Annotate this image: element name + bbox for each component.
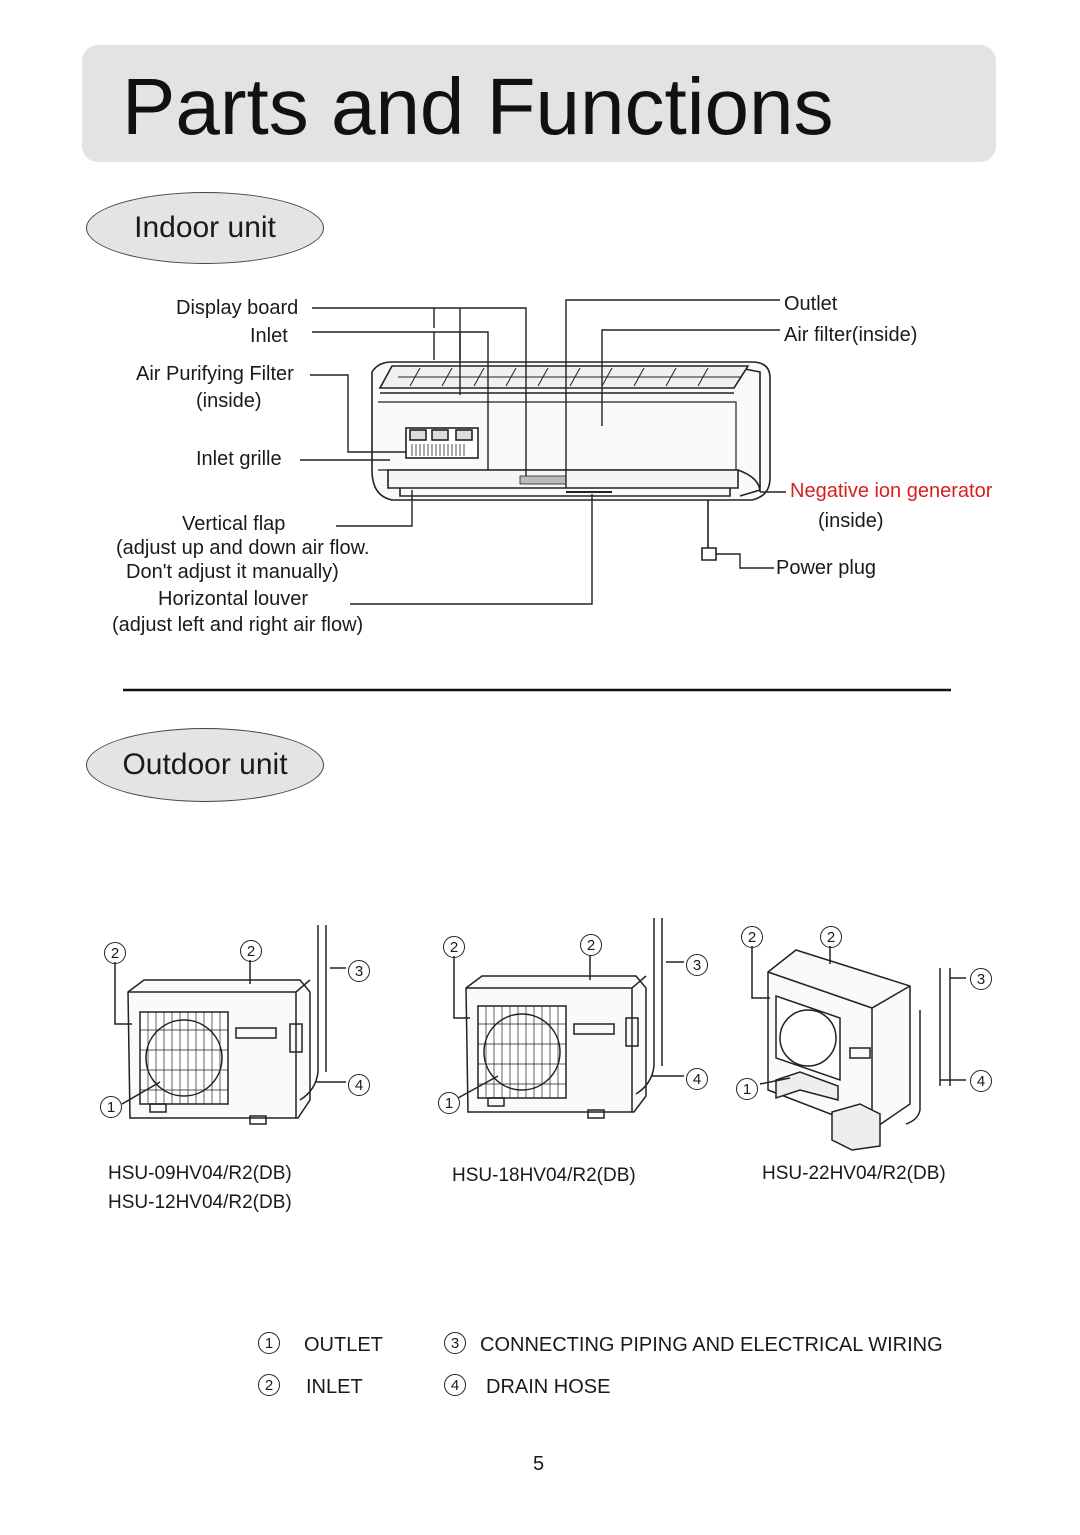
page-number: 5: [533, 1453, 545, 1475]
label-power-plug: Power plug: [776, 557, 877, 579]
callout-4: 4: [970, 1070, 992, 1092]
outdoor-unit-heading: Outdoor unit: [86, 728, 324, 802]
legend-outlet: OUTLET: [304, 1334, 383, 1356]
model-label-09: HSU-09HV04/R2(DB): [108, 1163, 292, 1184]
label-vertical-flap-note1: (adjust up and down air flow.: [116, 537, 370, 559]
label-inlet-grille: Inlet grille: [196, 448, 282, 470]
legend-num-3: 3: [444, 1332, 466, 1354]
callout-2: 2: [741, 926, 763, 948]
indoor-unit-heading: Indoor unit: [86, 192, 324, 264]
label-air-filter: Air filter(inside): [784, 324, 918, 346]
callout-4: 4: [348, 1074, 370, 1096]
callout-3: 3: [348, 960, 370, 982]
callout-2: 2: [240, 940, 262, 962]
callout-3: 3: [970, 968, 992, 990]
label-display-board: Display board: [176, 297, 299, 319]
legend-num-2: 2: [258, 1374, 280, 1396]
label-negative-ion-generator: Negative ion generator: [790, 480, 993, 502]
callout-2: 2: [580, 934, 602, 956]
outdoor-unit-heading-text: Outdoor unit: [122, 748, 288, 781]
label-air-purifying-inside: (inside): [196, 390, 262, 412]
label-vertical-flap: Vertical flap: [182, 513, 286, 535]
callout-1: 1: [100, 1096, 122, 1118]
model-label-12: HSU-12HV04/R2(DB): [108, 1192, 292, 1213]
callout-2: 2: [104, 942, 126, 964]
label-outlet: Outlet: [784, 293, 838, 315]
label-inlet: Inlet: [250, 325, 288, 347]
model-label-18: HSU-18HV04/R2(DB): [452, 1165, 636, 1186]
page-title: Parts and Functions: [122, 62, 834, 151]
callout-4: 4: [686, 1068, 708, 1090]
model-label-22: HSU-22HV04/R2(DB): [762, 1163, 946, 1184]
legend-connecting-piping: CONNECTING PIPING AND ELECTRICAL WIRING: [480, 1334, 943, 1356]
legend-num-1: 1: [258, 1332, 280, 1354]
callout-1: 1: [736, 1078, 758, 1100]
label-air-purifying-filter: Air Purifying Filter: [136, 363, 294, 385]
callout-1: 1: [438, 1092, 460, 1114]
callout-2: 2: [443, 936, 465, 958]
legend-inlet: INLET: [306, 1376, 363, 1398]
title-banner: [82, 45, 996, 162]
legend-num-4: 4: [444, 1374, 466, 1396]
callout-2: 2: [820, 926, 842, 948]
indoor-unit-heading-text: Indoor unit: [134, 211, 276, 244]
label-horizontal-louver-note: (adjust left and right air flow): [112, 614, 364, 636]
label-vertical-flap-note2: Don't adjust it manually): [126, 561, 339, 583]
label-negative-ion-inside: (inside): [818, 510, 884, 532]
label-horizontal-louver: Horizontal louver: [158, 588, 309, 610]
callout-3: 3: [686, 954, 708, 976]
legend-drain-hose: DRAIN HOSE: [486, 1376, 611, 1398]
